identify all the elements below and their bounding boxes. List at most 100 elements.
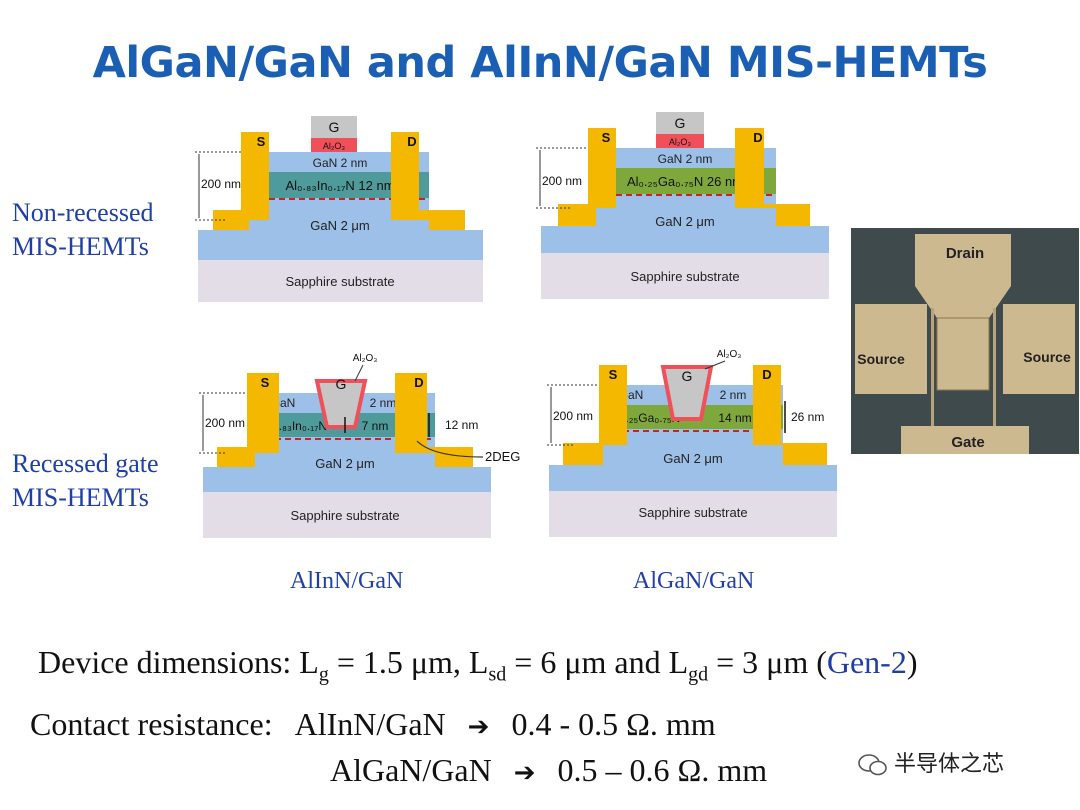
source-contact <box>217 373 279 467</box>
contact-algan: AlGaN/GaN <box>330 752 492 788</box>
gate-text: Gate <box>951 434 984 451</box>
oxide-pointer <box>704 360 726 370</box>
contact-resistance-line-1: Contact resistance: AlInN/GaN ➔ 0.4 - 0.… <box>30 706 716 743</box>
lgd-subscript: gd <box>688 663 709 686</box>
contact-alinn-value: 0.4 - 0.5 Ω. mm <box>511 706 716 742</box>
recess-label: 7 nm <box>362 419 389 433</box>
buffer-label: GaN 2 μm <box>655 214 715 229</box>
substrate-label: Sapphire substrate <box>285 274 394 289</box>
drain-text: Drain <box>946 245 984 262</box>
source-contact <box>213 132 269 230</box>
diagram-alinn-non-recessed: Sapphire substrate GaN 2 μm Al₀.₈₃In₀.₁₇… <box>195 116 483 302</box>
height-label: 200 nm <box>542 174 582 188</box>
oxide-layer <box>656 134 704 148</box>
buffer-label: GaN 2 μm <box>310 218 370 233</box>
oxide-label: Al₂O₃ <box>669 137 691 147</box>
drain-label: D <box>414 375 423 390</box>
row-label-line: Non-recessed <box>12 198 154 227</box>
drain-pad <box>915 234 1011 286</box>
total-label: 12 nm <box>445 418 478 432</box>
column-label-alinn: AlInN/GaN <box>290 568 404 594</box>
source-label: S <box>257 134 266 149</box>
column-label-algan: AlGaN/GaN <box>633 568 755 594</box>
drain-label: D <box>753 130 762 145</box>
source-label: S <box>602 130 611 145</box>
source-contact <box>558 128 616 226</box>
2deg-pointer <box>416 440 484 458</box>
diagram-alinn-recessed: Sapphire substrate GaN 2 μm GaN 2 nm Al₀… <box>199 353 520 538</box>
recess-label: 14 nm <box>718 411 751 425</box>
source-text-left: Source <box>857 351 905 367</box>
substrate-layer <box>203 492 491 538</box>
lg-value: = 1.5 μm, L <box>328 644 489 680</box>
substrate-layer <box>549 491 837 537</box>
wechat-icon <box>858 754 887 776</box>
source-pad-left <box>855 304 927 394</box>
diagram-algan-non-recessed: Sapphire substrate GaN 2 μm Al₀.₂₅Ga₀.₇₅… <box>536 112 829 299</box>
substrate-layer <box>198 260 483 302</box>
oxide-label: Al₂O₃ <box>717 349 742 360</box>
gate-label: G <box>682 368 693 384</box>
drain-finger <box>936 317 990 391</box>
source-label: S <box>609 367 618 382</box>
drain-contact <box>753 365 827 465</box>
barrier-label: Al₀.₂₅Ga₀.₇₅N 26 nm <box>627 174 743 189</box>
lg-subscript: g <box>318 663 329 686</box>
barrier-label: Al₀.₈₃In₀.₁₇N 12 nm <box>285 178 394 193</box>
arrow-icon: ➔ <box>467 712 490 742</box>
height-label: 200 nm <box>205 416 245 430</box>
oxide-pointer <box>354 364 364 382</box>
watermark-text: 半导体之芯 <box>894 752 1005 777</box>
cap-label-right: 2 nm <box>370 396 397 410</box>
recessed-gate <box>314 379 368 429</box>
row-label-recessed: Recessed gate MIS-HEMTs <box>12 447 159 515</box>
substrate-label: Sapphire substrate <box>630 269 739 284</box>
source-label: S <box>261 375 270 390</box>
cap-label: GaN 2 nm <box>658 152 713 166</box>
cap-layer <box>249 152 429 172</box>
contact-label: Contact resistance: <box>30 706 273 742</box>
arrow-icon: ➔ <box>513 758 536 788</box>
cap-label: GaN 2 nm <box>313 156 368 170</box>
buffer-label: GaN 2 μm <box>663 451 723 466</box>
row-label-line: MIS-HEMTs <box>12 483 149 512</box>
source-contact <box>563 365 627 465</box>
lsd-subscript: sd <box>488 663 507 686</box>
row-label-non-recessed: Non-recessed MIS-HEMTs <box>12 196 154 264</box>
buffer-base-layer <box>549 465 837 491</box>
drain-contact <box>395 373 473 467</box>
buffer-base-layer <box>203 467 491 492</box>
contact-resistance-line-2: AlGaN/GaN ➔ 0.5 – 0.6 Ω. mm <box>330 752 767 789</box>
gate-electrode <box>311 116 357 138</box>
cap-label-right: 2 nm <box>720 388 747 402</box>
page-title: AlGaN/GaN and AlInN/GaN MIS-HEMTs <box>92 38 988 88</box>
device-dimensions-line: Device dimensions: Lg = 1.5 μm, Lsd = 6 … <box>38 644 917 686</box>
barrier-label: Al₀.₂₅Ga₀.₇₅N <box>610 411 680 425</box>
contact-algan-value: 0.5 – 0.6 Ω. mm <box>557 752 768 788</box>
row-label-line: Recessed gate <box>12 449 159 478</box>
oxide-label: Al₂O₃ <box>323 141 345 151</box>
substrate-label: Sapphire substrate <box>290 508 399 523</box>
drain-contact <box>391 132 465 230</box>
device-micrograph: Drain Source Source Gate <box>851 228 1079 454</box>
drain-label: D <box>407 134 416 149</box>
gate-label: G <box>329 119 340 135</box>
height-label: 200 nm <box>201 177 241 191</box>
buffer-base-layer <box>541 226 829 253</box>
recessed-gate <box>660 365 714 421</box>
substrate-layer <box>541 253 829 299</box>
cap-layer <box>596 148 776 168</box>
gen-label: Gen-2 <box>826 644 907 680</box>
drain-taper <box>915 286 1011 318</box>
gate-line-left <box>931 308 934 428</box>
gate-label: G <box>336 376 347 392</box>
gate-label: G <box>675 115 686 131</box>
oxide-label: Al₂O₃ <box>353 353 378 364</box>
source-pad-right <box>1003 304 1075 394</box>
oxide-layer <box>311 138 357 152</box>
source-text-right: Source <box>1023 349 1071 365</box>
gate-line-right <box>993 308 996 428</box>
diagram-algan-recessed: Sapphire substrate GaN 2 μm GaN 2 nm Al₀… <box>547 349 837 537</box>
2deg-label: 2DEG <box>485 449 520 464</box>
total-label: 26 nm <box>791 410 824 424</box>
